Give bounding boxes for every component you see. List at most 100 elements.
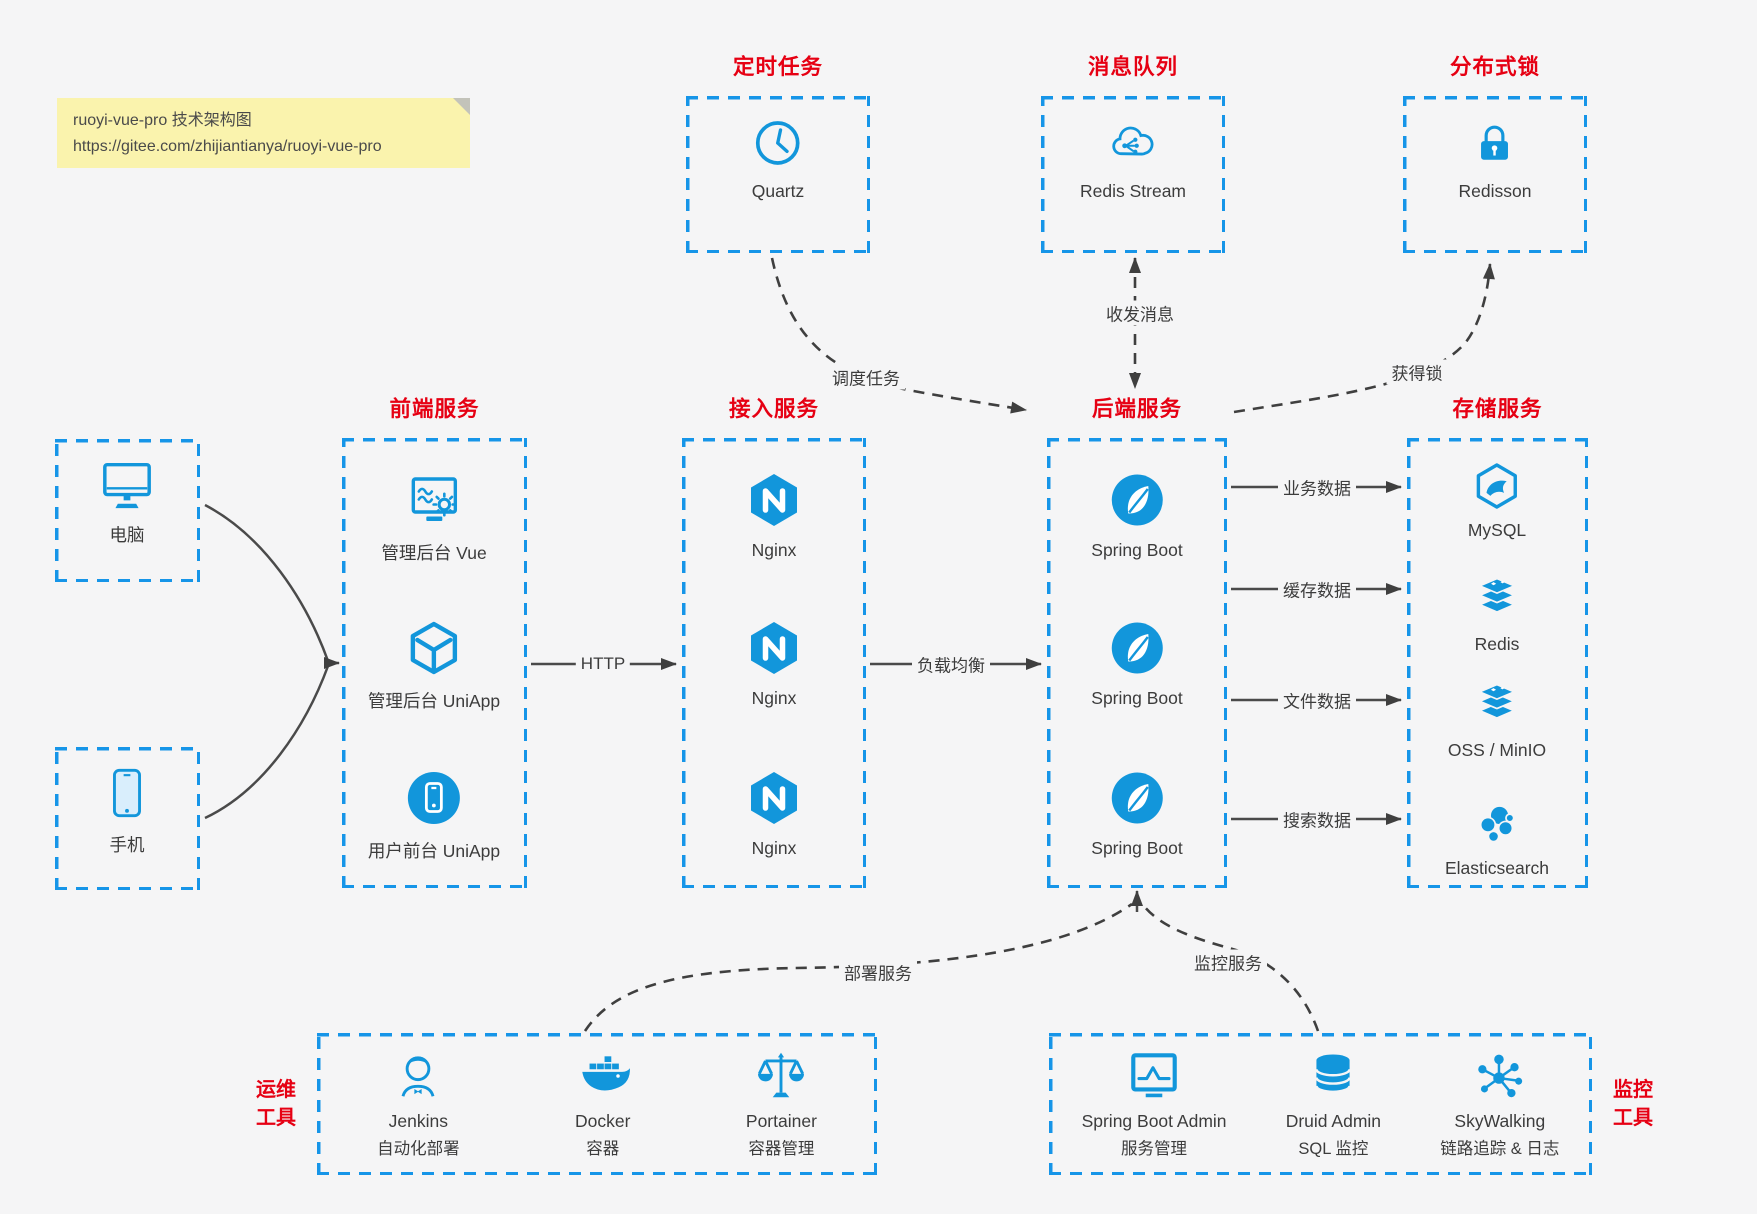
tool-name: SkyWalking [1454, 1111, 1546, 1131]
tool-desc: 容器管理 [748, 1140, 815, 1158]
box-redis-stream [1041, 96, 1225, 253]
tool-name: Portainer [745, 1111, 817, 1131]
spring-boot-icon [1109, 472, 1165, 528]
node-label: Spring Boot [1091, 838, 1183, 858]
node-admin-vue: 管理后台 Vue [381, 472, 487, 565]
node-mysql: MySQL [1468, 462, 1526, 541]
box-computer [55, 439, 200, 582]
storage-stack-icon [1473, 682, 1521, 730]
node-nginx-1: Nginx [746, 472, 802, 561]
node-nginx-3: Nginx [746, 770, 802, 859]
group-title-distributed-lock: 分布式锁 [1449, 55, 1540, 79]
edge-label-file-data: 文件数据 [1278, 687, 1356, 713]
group-title-message-queue: 消息队列 [1087, 55, 1178, 79]
node-label: 管理后台 UniApp [367, 691, 501, 711]
elasticsearch-icon [1473, 800, 1521, 848]
node-spring-boot-2: Spring Boot [1091, 620, 1183, 709]
node-label: 手机 [109, 835, 145, 855]
tool-name: Jenkins [388, 1111, 448, 1131]
edge-label-load-balance: 负载均衡 [912, 651, 990, 677]
node-redis-stream: Redis Stream [1080, 117, 1186, 202]
node-label: Redis Stream [1079, 181, 1187, 201]
tool-skywalking: SkyWalking 链路追踪 & 日志 [1440, 1047, 1559, 1159]
dashed-dispatch-task [770, 257, 1027, 414]
portainer-icon [752, 1047, 810, 1105]
monitor-tools-title-line2: 工具 [1613, 1107, 1653, 1129]
tool-desc: 服务管理 [1121, 1140, 1188, 1158]
edge-label-monitor-service: 监控服务 [1189, 949, 1267, 975]
node-label: Redisson [1458, 181, 1532, 201]
monitor-tools-title: 监控 工具 [1600, 1076, 1666, 1132]
cloud-share-icon [1107, 117, 1159, 169]
node-label: 电脑 [109, 525, 145, 545]
monitor-tools-title-line1: 监控 [1613, 1079, 1653, 1101]
docker-icon [574, 1047, 632, 1105]
user-app-icon [406, 770, 462, 826]
group-title-gateway: 接入服务 [728, 397, 819, 421]
edge-label-messages: 收发消息 [1101, 300, 1179, 326]
edge-label-http: HTTP [575, 654, 631, 674]
tool-spring-boot-admin: Spring Boot Admin 服务管理 [1082, 1047, 1227, 1159]
wire-phone-to-frontend [204, 665, 330, 820]
group-title-scheduled-tasks: 定时任务 [732, 55, 823, 79]
group-title-backend: 后端服务 [1091, 397, 1182, 421]
ops-tools-title-line2: 工具 [256, 1107, 296, 1129]
note-url: https://gitee.com/zhijiantianya/ruoyi-vu… [73, 137, 382, 155]
node-redisson: Redisson [1458, 117, 1532, 202]
tool-name: Docker [575, 1111, 631, 1131]
node-label: 用户前台 UniApp [367, 841, 501, 861]
node-label: Nginx [751, 838, 797, 858]
edge-label-dispatch-task: 调度任务 [827, 364, 905, 390]
ops-tools-title: 运维 工具 [243, 1076, 309, 1132]
node-label: Nginx [751, 688, 797, 708]
node-elasticsearch: Elasticsearch [1445, 800, 1549, 879]
node-quartz: Quartz [752, 117, 804, 202]
box-redisson [1403, 96, 1587, 253]
node-label: Redis [1474, 634, 1520, 654]
uniapp-cube-icon [406, 620, 462, 676]
ops-tools-title-line1: 运维 [256, 1079, 296, 1101]
wire-computer-to-frontend [204, 503, 330, 662]
tool-desc: 链路追踪 & 日志 [1440, 1140, 1560, 1158]
nginx-icon [746, 770, 802, 826]
node-spring-boot-3: Spring Boot [1091, 770, 1183, 859]
tool-name: Druid Admin [1285, 1111, 1382, 1131]
dashed-acquire-lock [1233, 263, 1495, 414]
node-label: 管理后台 Vue [381, 543, 487, 563]
redis-stack-icon [1473, 576, 1521, 624]
edge-label-deploy-service: 部署服务 [839, 959, 917, 985]
node-label: MySQL [1467, 520, 1527, 540]
clock-icon [752, 117, 804, 169]
node-redis: Redis [1473, 576, 1521, 655]
node-label: Spring Boot [1091, 540, 1183, 560]
node-oss-minio: OSS / MinIO [1448, 682, 1546, 761]
tool-desc: SQL 监控 [1298, 1140, 1369, 1158]
monitor-pulse-icon [1125, 1047, 1183, 1105]
mysql-icon [1473, 462, 1521, 510]
node-phone: 手机 [100, 766, 154, 857]
node-label: Nginx [751, 540, 797, 560]
tool-portainer: Portainer 容器管理 [746, 1047, 817, 1159]
lock-icon [1469, 117, 1521, 169]
spring-boot-icon [1109, 770, 1165, 826]
tool-desc: 自动化部署 [377, 1140, 460, 1158]
database-icon [1304, 1047, 1362, 1105]
jenkins-icon [389, 1047, 447, 1105]
node-user-uniapp: 用户前台 UniApp [368, 770, 500, 863]
monitor-tools-row: Spring Boot Admin 服务管理 Druid Admin SQL 监… [1052, 1047, 1589, 1159]
node-label: OSS / MinIO [1447, 740, 1547, 760]
nginx-icon [746, 620, 802, 676]
edge-label-search-data: 搜索数据 [1278, 806, 1356, 832]
admin-vue-icon [406, 472, 462, 528]
tool-desc: 容器 [586, 1140, 620, 1158]
dashed-deploy-service [583, 902, 1133, 1032]
edge-label-cache-data: 缓存数据 [1278, 576, 1356, 602]
tool-name: Spring Boot Admin [1081, 1111, 1227, 1131]
sticky-note: ruoyi-vue-pro 技术架构图 https://gitee.com/zh… [57, 98, 470, 168]
group-title-storage: 存储服务 [1452, 397, 1543, 421]
node-admin-uniapp: 管理后台 UniApp [368, 620, 500, 713]
tool-jenkins: Jenkins 自动化部署 [377, 1047, 460, 1159]
network-nodes-icon [1471, 1047, 1529, 1105]
desktop-icon [100, 456, 154, 510]
node-nginx-2: Nginx [746, 620, 802, 709]
